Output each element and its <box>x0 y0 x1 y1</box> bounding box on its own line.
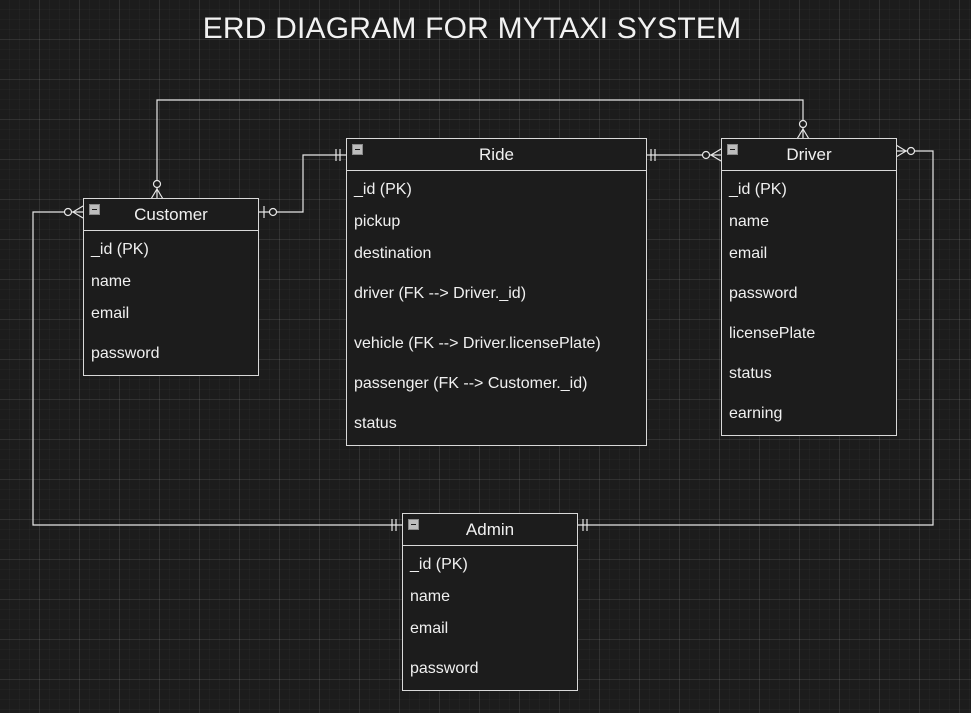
entity-admin-header[interactable]: Admin <box>403 514 577 546</box>
driver-attr-name: name <box>729 213 770 230</box>
customer-driver-circle <box>152 179 162 189</box>
driver-attr-licenseplate: licensePlate <box>729 325 816 342</box>
entity-customer-header[interactable]: Customer <box>84 199 258 231</box>
entity-ride-header[interactable]: Ride <box>347 139 646 171</box>
driver-admin-crowfoot <box>895 144 908 158</box>
entity-ride-name: Ride <box>479 145 514 164</box>
driver-attr-status: status <box>729 365 772 382</box>
customer-attr-name: name <box>91 273 132 290</box>
customer-ride-circle <box>268 207 278 217</box>
ride-attr-pickup: pickup <box>354 213 401 230</box>
edge-customer-ride[interactable] <box>259 154 346 213</box>
driver-attr-id: _id (PK) <box>729 181 787 198</box>
entity-ride[interactable]: Ride _id (PK) pickup destination driver … <box>346 138 647 446</box>
customer-driver-crowfoot <box>150 187 164 200</box>
driver-attr-password: password <box>729 285 798 302</box>
admin-attr-name: name <box>410 588 451 605</box>
driver-admin-circle <box>906 146 916 156</box>
driver-customer-circle <box>798 119 808 129</box>
collapse-icon[interactable] <box>727 144 738 155</box>
driver-customer-crowfoot <box>796 127 810 140</box>
ride-attr-driver: driver (FK --> Driver._id) <box>354 285 527 302</box>
ride-attr-status: status <box>354 415 397 432</box>
entity-customer[interactable]: Customer _id (PK) name email password <box>83 198 259 376</box>
customer-admin-circle <box>63 207 73 217</box>
collapse-icon[interactable] <box>408 519 419 530</box>
entity-customer-name: Customer <box>134 205 208 224</box>
driver-ride-circle <box>701 150 711 160</box>
driver-ride-crowfoot <box>709 148 722 162</box>
entity-driver-header[interactable]: Driver <box>722 139 896 171</box>
driver-attr-earning: earning <box>729 405 783 422</box>
diagram-title: ERD DIAGRAM FOR MYTAXI SYSTEM <box>202 12 742 45</box>
edge-admin-customer[interactable] <box>32 211 402 526</box>
admin-attr-email: email <box>410 620 449 637</box>
customer-attr-email: email <box>91 305 130 322</box>
collapse-icon[interactable] <box>352 144 363 155</box>
collapse-icon[interactable] <box>89 204 100 215</box>
entity-admin[interactable]: Admin _id (PK) name email password <box>402 513 578 691</box>
entity-driver-name: Driver <box>786 145 832 164</box>
ride-attr-id: _id (PK) <box>354 181 412 198</box>
customer-admin-crowfoot <box>71 205 84 219</box>
driver-attr-email: email <box>729 245 768 262</box>
ride-attr-passenger: passenger (FK --> Customer._id) <box>354 375 588 392</box>
customer-attr-password: password <box>91 345 160 362</box>
admin-attr-id: _id (PK) <box>410 556 468 573</box>
entity-driver[interactable]: Driver _id (PK) name email password lice… <box>721 138 897 436</box>
ride-attr-destination: destination <box>354 245 432 262</box>
entity-admin-name: Admin <box>465 520 515 539</box>
edge-customer-driver[interactable] <box>156 99 804 199</box>
admin-attr-password: password <box>410 660 479 677</box>
customer-attr-id: _id (PK) <box>91 241 149 258</box>
ride-attr-vehicle: vehicle (FK --> Driver.licensePlate) <box>354 335 601 352</box>
